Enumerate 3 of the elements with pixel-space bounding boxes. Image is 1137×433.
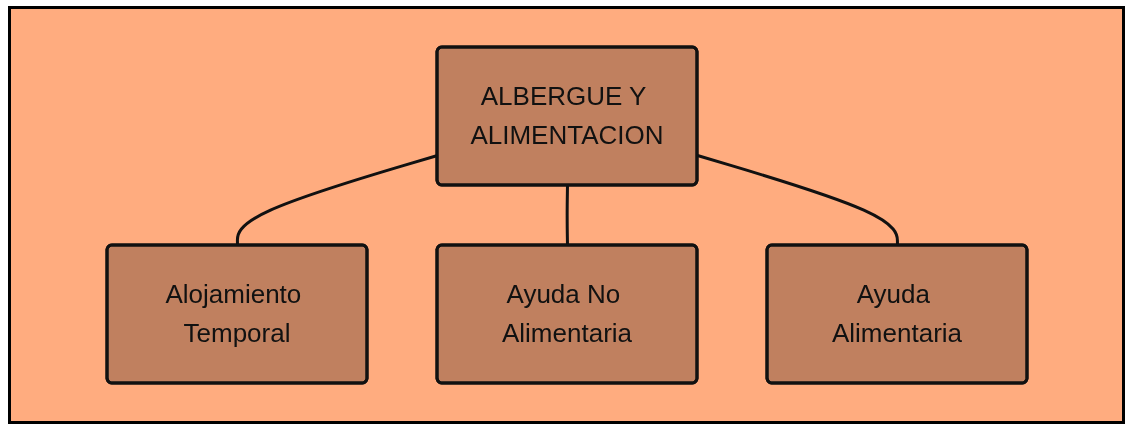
connector	[696, 154, 899, 246]
diagram-background: ALBERGUE Y ALIMENTACION Alojamiento Temporal Ayuda No Alimentaria Ayuda Alimentaria	[8, 6, 1125, 424]
connector	[565, 185, 569, 246]
